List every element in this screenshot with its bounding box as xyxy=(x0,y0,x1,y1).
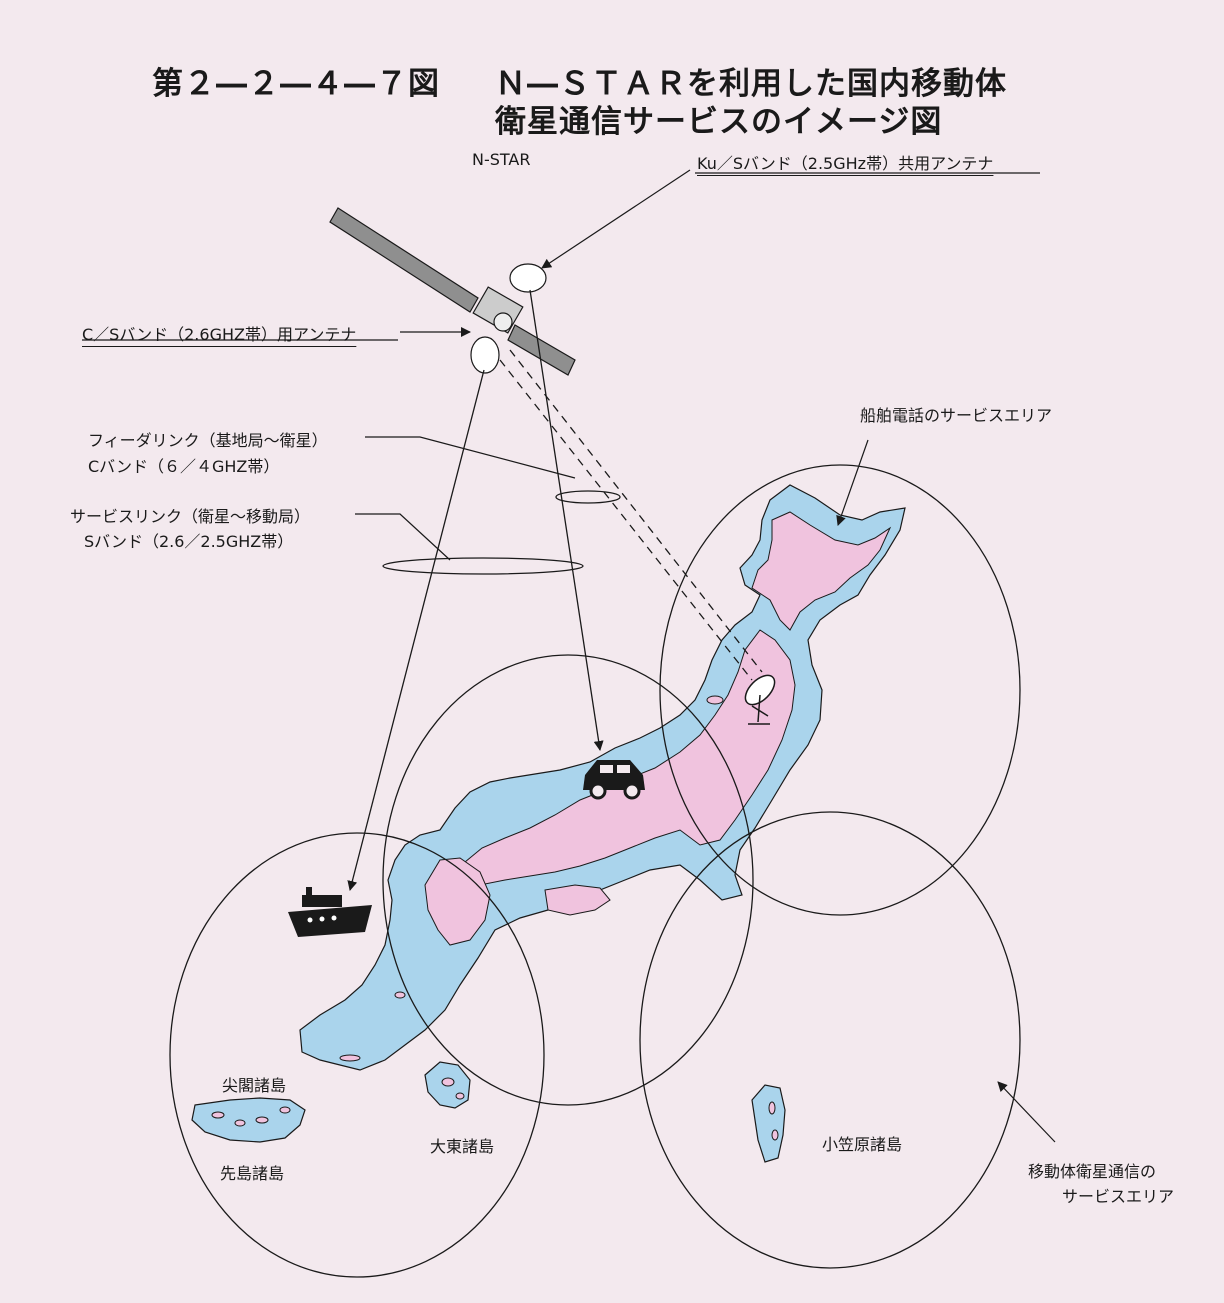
solar-panel-upper xyxy=(330,208,478,312)
mobile-area-pointer xyxy=(998,1082,1055,1142)
feeder-link-ring xyxy=(556,491,620,503)
c-s-band-antenna xyxy=(471,337,499,373)
ship-area-pointer xyxy=(838,440,868,525)
senkaku-label: 尖閣諸島 xyxy=(222,1072,286,1096)
satellite-dish-small xyxy=(494,313,512,331)
japan-land xyxy=(425,512,890,945)
feeder-link-dashed-1 xyxy=(500,360,752,680)
sakishima-island-2 xyxy=(256,1117,268,1123)
shikoku xyxy=(545,885,610,915)
satellite-label: N-STAR xyxy=(472,150,531,169)
ogasawara-island-2 xyxy=(772,1130,778,1140)
sado-island xyxy=(707,696,723,704)
feeder-link-dashed-2 xyxy=(510,350,762,672)
senkaku-island-1 xyxy=(212,1112,224,1118)
ku-s-band-antenna xyxy=(510,264,546,292)
feeder-leader xyxy=(365,437,575,478)
sea-area-ogasawara xyxy=(752,1085,785,1162)
service-band-label: Sバンド（2.6／2.5GHZ帯） xyxy=(84,528,293,552)
mobile-service-area-circle-east xyxy=(640,812,1020,1268)
ship-icon xyxy=(288,887,372,937)
satellite-icon xyxy=(330,208,575,375)
daito-label: 大東諸島 xyxy=(430,1133,494,1157)
okinawa-island xyxy=(340,1055,360,1061)
service-link-ring xyxy=(383,558,583,574)
service-link-label: サービスリンク（衛星～移動局） xyxy=(70,503,310,527)
tsushima-island xyxy=(395,992,405,998)
ogasawara-label: 小笠原諸島 xyxy=(822,1131,902,1155)
ku-antenna-label: Ku／Sバンド（2.5GHz帯）共用アンテナ xyxy=(697,150,993,174)
daito-island-1 xyxy=(442,1078,454,1086)
feeder-link-label: フィーダリンク（基地局～衛星） xyxy=(88,427,328,451)
ogasawara-island-1 xyxy=(769,1102,775,1114)
mobile-area-label-2: サービスエリア xyxy=(1062,1183,1174,1207)
feeder-band-label: Cバンド（６／４GHZ帯） xyxy=(88,453,279,477)
service-leader xyxy=(355,514,450,560)
sakishima-label: 先島諸島 xyxy=(220,1160,284,1184)
cs-antenna-label: C／Sバンド（2.6GHZ帯）用アンテナ xyxy=(82,321,356,345)
sakishima-island-1 xyxy=(235,1120,245,1126)
sea-area-senkaku-sakishima xyxy=(192,1098,305,1142)
ship-area-label: 船舶電話のサービスエリア xyxy=(860,402,1052,426)
daito-island-2 xyxy=(456,1093,464,1099)
mobile-area-label-1: 移動体衛星通信の xyxy=(1028,1158,1156,1182)
ku-antenna-pointer xyxy=(542,170,690,268)
sakishima-island-3 xyxy=(280,1107,290,1113)
leader-lines xyxy=(82,170,1055,1142)
